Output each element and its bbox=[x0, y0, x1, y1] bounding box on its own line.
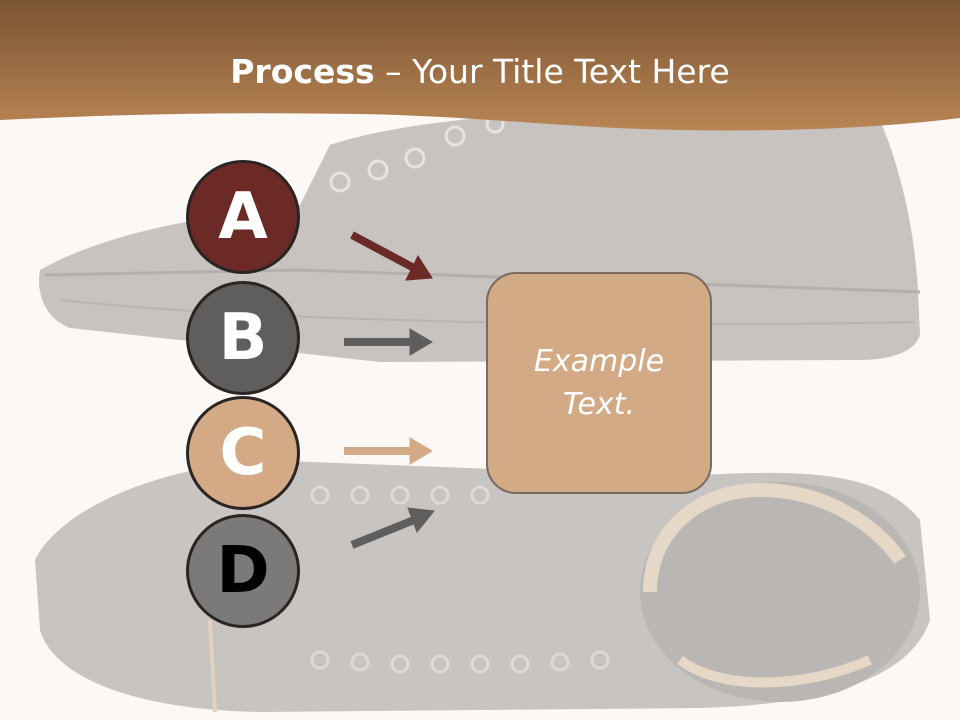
arrow-b bbox=[344, 328, 433, 356]
example-text: Example Text. bbox=[533, 343, 665, 423]
step-c-letter: C bbox=[219, 416, 267, 490]
header-band bbox=[0, 0, 960, 131]
step-b-letter: B bbox=[218, 301, 268, 375]
step-b-circle: B bbox=[186, 281, 300, 395]
shoe-image bbox=[35, 109, 930, 713]
arrow-a bbox=[350, 231, 433, 281]
step-a-letter: A bbox=[218, 180, 268, 254]
title-rest: – Your Title Text Here bbox=[374, 52, 730, 91]
arrows bbox=[344, 231, 435, 549]
arrow-c bbox=[344, 437, 433, 465]
arrow-d bbox=[350, 507, 435, 549]
title-bold: Process bbox=[230, 52, 375, 91]
step-c-circle: C bbox=[186, 396, 300, 510]
example-text-box: Example Text. bbox=[486, 272, 712, 494]
step-d-circle: D bbox=[186, 514, 300, 628]
slide-title: Process – Your Title Text Here bbox=[0, 52, 960, 91]
step-d-letter: D bbox=[216, 534, 270, 608]
step-a-circle: A bbox=[186, 160, 300, 274]
